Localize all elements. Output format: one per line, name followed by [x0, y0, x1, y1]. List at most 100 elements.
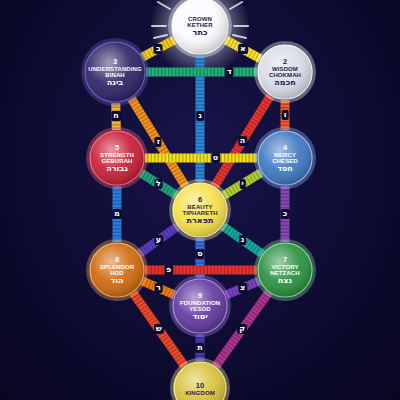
sephira-glow: [86, 127, 148, 189]
sephira-glow: [168, 0, 232, 58]
path-letter: א: [238, 44, 248, 54]
sephira-name: HOD: [110, 270, 124, 276]
path-letter: ט: [211, 153, 220, 163]
sephira-circle: 6BEAUTYTIPHARETHתפארת: [173, 183, 227, 237]
path-letter: כ: [281, 209, 290, 219]
path-stripes: [281, 100, 290, 130]
path-bar: [224, 173, 261, 196]
path-bar: [111, 103, 121, 130]
sephira-name: KINGDOM: [185, 390, 215, 396]
sephira-name: CROWN: [188, 16, 212, 22]
sephira-circle: 8SPLENDORHODהוד: [90, 243, 144, 297]
hebrew-name: גבורה: [106, 164, 128, 173]
sephira-glow: [81, 38, 149, 106]
path-bar: [141, 173, 177, 195]
path-letter: נ: [239, 235, 247, 245]
sephira-name: CHOKMAH: [269, 72, 301, 78]
path-letter: ר: [154, 283, 163, 293]
path-bar: [226, 281, 259, 295]
path-group: [143, 281, 175, 295]
sephira-name: NETZACH: [270, 270, 299, 276]
sephira-circle: 10KINGDOM: [174, 362, 226, 400]
sephira-text-group: 4MERCYCHESEDחסד: [272, 143, 298, 173]
path-stripes: [142, 40, 174, 57]
path-letter: ה: [238, 136, 248, 146]
sephira-text-group: 7VICTORYNETZACHנצח: [270, 255, 299, 285]
path-group: [146, 72, 257, 73]
path-stripes: [146, 68, 257, 77]
path-letter: ל: [154, 179, 163, 189]
sephira-glow: [169, 275, 231, 337]
path-letter: ז: [155, 137, 162, 147]
path-group: [140, 226, 178, 253]
path-letter: ו: [282, 110, 289, 120]
hebrew-name: יסוד: [192, 312, 207, 321]
sephira-shine: [85, 42, 145, 102]
path-stripes: [224, 173, 261, 196]
sephira-text-group: 5STRENGTHGEBURAHגבורה: [100, 143, 134, 173]
sephira-shine: [172, 0, 228, 54]
path-bar: [146, 68, 257, 77]
sephira-glow: [169, 179, 231, 241]
path-bar: [145, 154, 257, 163]
sephira-shine: [258, 243, 312, 297]
hebrew-name: כתר: [193, 28, 208, 37]
sephira-name: GEBURAH: [101, 158, 132, 164]
sephira-text-group: CROWNKETHERכתר: [187, 16, 212, 37]
path-bar: [226, 40, 261, 59]
path-bar: [145, 266, 257, 275]
sephira-text-group: 6BEAUTYTIPHARETHתפארת: [182, 195, 217, 225]
sephira-name: WISDOM: [272, 66, 298, 72]
sephira-circle: 3UNDERSTANDINGBINAHבינה: [85, 42, 145, 102]
path-letter: ק: [237, 324, 247, 334]
sephira-circle: 7VICTORYNETZACHנצח: [258, 243, 312, 297]
sephira-text-group: 2WISDOMCHOKMAHחכמה: [269, 57, 301, 87]
sephira-name: TIPHARETH: [182, 210, 217, 216]
path-letter: מ: [112, 209, 122, 219]
path-stripes: [113, 186, 122, 242]
sephira-circle: 2WISDOMCHOKMAHחכמה: [258, 45, 312, 99]
sephira-name: BEAUTY: [187, 204, 212, 210]
path-letter: צ: [238, 283, 247, 293]
sephira-number: 3: [113, 57, 117, 66]
sephira-text-group: 10KINGDOM: [185, 381, 215, 396]
sephira-fill: [85, 42, 145, 102]
sephira-fill: [90, 131, 144, 185]
sephira-shine: [90, 131, 144, 185]
sephira-number: 4: [283, 143, 287, 152]
path-group: [226, 40, 261, 59]
sephira-name: FOUNDATION: [180, 300, 221, 306]
sephira-number: 2: [283, 57, 287, 66]
path-bar: [281, 186, 290, 242]
sephira-number: 10: [196, 381, 204, 390]
sephira-glow: [254, 127, 316, 189]
sephira-text-group: 8SPLENDORHODהוד: [100, 255, 134, 285]
sephira-name: YESOD: [189, 306, 211, 312]
sephira-circle: CROWNKETHERכתר: [172, 0, 228, 54]
path-letter: ש: [154, 324, 164, 334]
path-bar: [140, 226, 178, 253]
path-group: [142, 40, 174, 57]
sephira-shine: [258, 131, 312, 185]
path-letter: פ: [164, 265, 173, 275]
sephira-fill: [172, 0, 228, 54]
sephira-number: 7: [283, 255, 287, 264]
path-letter: ד: [225, 67, 234, 77]
sephira-shine: [173, 279, 227, 333]
sephira-name: KETHER: [187, 22, 212, 28]
path-bar: [143, 281, 175, 295]
sephira-name: STRENGTH: [100, 152, 134, 158]
path-letter: ג: [196, 111, 204, 121]
sephira-shine: [258, 45, 312, 99]
path-letter: ס: [195, 249, 204, 259]
sephira-text-group: 9FOUNDATIONYESODיסוד: [180, 291, 221, 321]
sephira-fill: [258, 243, 312, 297]
hebrew-name: נצח: [278, 276, 292, 285]
sephira-circle: 4MERCYCHESEDחסד: [258, 131, 312, 185]
sephira-glow: [86, 239, 148, 301]
sephira-shine: [174, 362, 226, 400]
path-stripes: [143, 281, 175, 295]
sephira-fill: [173, 279, 227, 333]
